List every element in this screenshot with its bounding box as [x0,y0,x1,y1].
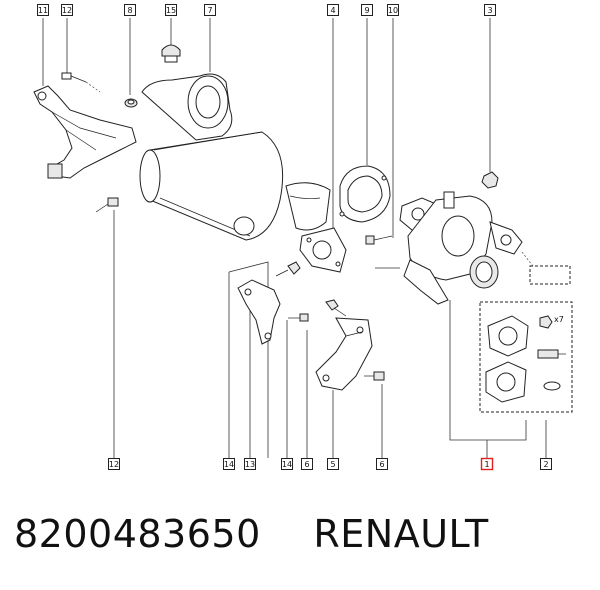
callout-number: 14 [224,460,234,469]
callout-c-12b: 12 [108,458,120,470]
plug-15 [161,44,181,63]
callout-number: 8 [127,6,132,15]
bolt-6-lower [364,371,385,381]
callout-number: 10 [388,6,398,15]
brand-name: RENAULT [313,512,489,556]
gasket-9 [339,165,391,223]
reference-box [529,265,571,285]
callout-number: 12 [62,6,72,15]
callout-c-6b: 6 [376,458,388,470]
callout-box [61,4,73,16]
callout-c-2: 2 [540,458,552,470]
callout-c-7: 7 [204,4,216,16]
callout-c-13: 13 [244,458,256,470]
part-number: 8200483650 [14,512,261,556]
quantity-note: x7 [554,315,564,324]
callout-box [124,4,136,16]
bracket-5 [315,317,373,391]
callout-number: 15 [166,6,176,15]
callout-box [327,458,339,470]
callout-c-12a: 12 [61,4,73,16]
callout-number: 9 [364,6,369,15]
callout-box [108,458,120,470]
callout-box [204,4,216,16]
callout-box [165,4,177,16]
caption: 8200483650 RENAULT [14,512,489,556]
callout-box [244,458,256,470]
callout-box [376,458,388,470]
nut-3 [481,171,499,189]
bolt-12-top [61,72,101,93]
callout-box [301,458,313,470]
callout-box [361,4,373,16]
callout-box [387,4,399,16]
callout-box [480,457,494,471]
callout-c-8: 8 [124,4,136,16]
callout-c-10: 10 [387,4,399,16]
callout-c-14b: 14 [281,458,293,470]
callout-number: 3 [487,6,492,15]
callout-box [37,4,49,16]
callout-box [327,4,339,16]
callout-number: 14 [282,460,292,469]
callout-c-9: 9 [361,4,373,16]
callout-number: 6 [379,460,384,469]
callout-number: 2 [543,460,548,469]
leader-lines [42,18,547,458]
callout-box [540,458,552,470]
nut-8 [124,98,138,108]
bracket-13 [237,279,281,345]
callout-box [281,458,293,470]
callout-number: 11 [38,6,48,15]
callout-number: 5 [330,460,335,469]
callout-number: 12 [109,460,119,469]
bolt-12-lower [95,197,119,213]
callout-box [484,4,496,16]
callout-c-4: 4 [327,4,339,16]
callout-c-11a: 11 [37,4,49,16]
callout-c-3: 3 [484,4,496,16]
callout-c-14a: 14 [223,458,235,470]
callout-number: 4 [330,6,335,15]
callout-c-6a: 6 [301,458,313,470]
callout-number: 6 [304,460,309,469]
callout-c-15: 15 [165,4,177,16]
callout-c-1: 1 [480,457,494,471]
callout-number: 13 [245,460,255,469]
callout-number: 1 [484,460,489,469]
callout-c-5: 5 [327,458,339,470]
gasket-kit: x7 [479,301,573,413]
stud-10 [365,235,393,245]
bolt-6-upper [325,299,347,317]
catalytic-converter [139,73,331,241]
bolt-14-upper [275,261,301,277]
bolt-14-lower [288,313,309,322]
callout-number: 7 [207,6,212,15]
gasket-4 [299,227,347,273]
turbocharger [399,191,537,305]
support-bracket [33,85,137,179]
callout-box [223,458,235,470]
